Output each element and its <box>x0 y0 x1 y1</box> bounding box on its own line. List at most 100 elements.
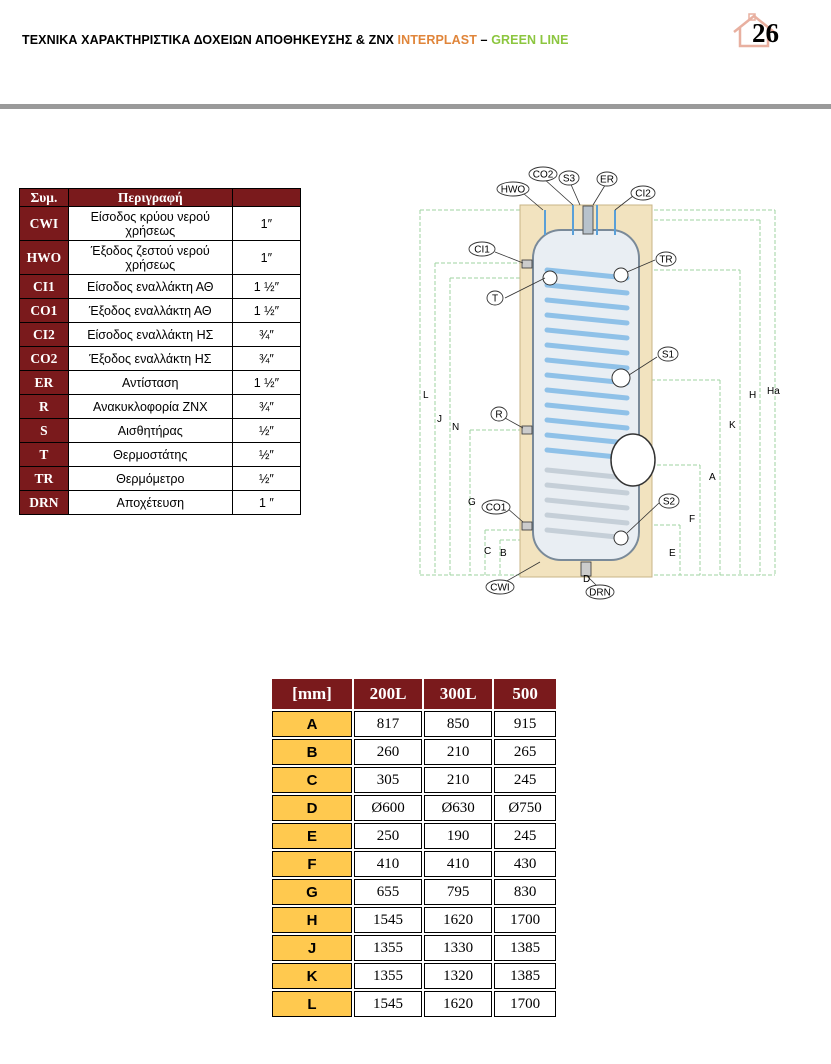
column-header-description: Περιγραφή <box>67 188 233 207</box>
connection-symbol: CO1 <box>19 298 69 323</box>
dimension-key: C <box>270 765 354 795</box>
dimension-value: Ø630 <box>422 793 495 823</box>
connection-symbol: DRN <box>19 490 69 515</box>
dimension-key: K <box>270 961 354 991</box>
dimension-label-j: J <box>437 414 442 425</box>
dimension-value: 850 <box>422 709 495 739</box>
dimension-value: 817 <box>351 709 425 739</box>
dimension-row: E 250 190 245 <box>270 821 558 851</box>
product-line-name: GREEN LINE <box>491 33 569 47</box>
callout-ci1: CI1 <box>474 245 490 256</box>
connection-symbol: R <box>19 394 69 419</box>
dimension-value: 1355 <box>351 933 425 963</box>
dimension-value: 210 <box>422 765 495 795</box>
connection-size: ½″ <box>231 442 302 467</box>
thermostat-port <box>542 270 558 286</box>
callout-hwo: HWO <box>501 185 526 196</box>
connection-size: ¾″ <box>231 394 302 419</box>
dimension-label-c: C <box>484 546 491 557</box>
dimension-value: 1320 <box>422 961 495 991</box>
connection-row: CO2 Έξοδος εναλλάκτη ΗΣ ¾″ <box>19 346 302 371</box>
callout-drn: DRN <box>589 588 611 599</box>
top-pipes <box>544 205 616 235</box>
dimension-label-a: A <box>709 472 716 483</box>
dimensions-table: [mm] 200L 300L 500 A 817 850 915 B 260 2… <box>270 677 558 1019</box>
connection-row: S Αισθητήρας ½″ <box>19 418 302 443</box>
tank-diagram: CO2 S3 ER HWO CI2 CI1 TR T S1 R CO1 S2 C… <box>419 166 780 600</box>
dimension-value: 1700 <box>492 989 558 1019</box>
dimension-value: Ø750 <box>492 793 558 823</box>
dimension-key: G <box>270 877 354 907</box>
dimension-row: J 1355 1330 1385 <box>270 933 558 963</box>
dimension-row: F 410 410 430 <box>270 849 558 879</box>
callout-bubbles <box>468 166 680 600</box>
connection-size: 1 ½″ <box>231 370 302 395</box>
title-prefix: ΤΕΧΝΙΚΑ ΧΑΡΑΚΤΗΡΙΣΤΙΚΑ ΔΟΧΕΙΩΝ ΑΠΟΘΗΚΕΥΣ… <box>22 33 398 47</box>
dimension-label-h: H <box>749 390 756 401</box>
sensor-port-s1 <box>611 368 631 388</box>
callout-er: ER <box>600 175 614 186</box>
dimension-value: 410 <box>422 849 495 879</box>
callout-ci2: CI2 <box>635 189 651 200</box>
recirculation-stub <box>521 425 533 435</box>
connection-symbol: HWO <box>19 240 69 275</box>
drain-stub <box>580 561 592 577</box>
callout-co2: CO2 <box>533 170 554 181</box>
connection-size: 1 ½″ <box>231 274 302 299</box>
connection-symbol: CWI <box>19 206 69 241</box>
dimension-value: 1385 <box>492 961 558 991</box>
dimension-value: 190 <box>422 821 495 851</box>
title-dash: – <box>476 33 492 47</box>
callout-s3: S3 <box>563 174 576 185</box>
page-title: ΤΕΧΝΙΚΑ ΧΑΡΑΚΤΗΡΙΣΤΙΚΑ ΔΟΧΕΙΩΝ ΑΠΟΘΗΚΕΥΣ… <box>22 33 569 47</box>
column-header-500: 500 <box>492 677 558 711</box>
connection-description: Έξοδος εναλλάκτη ΑΘ <box>67 298 233 323</box>
column-header-300l: 300L <box>422 677 495 711</box>
connection-symbol: TR <box>19 466 69 491</box>
dimension-value: 410 <box>351 849 425 879</box>
callout-s1: S1 <box>662 350 675 361</box>
brand-name: INTERPLAST <box>397 33 477 47</box>
connection-description: Θερμόμετρο <box>67 466 233 491</box>
connection-row: R Ανακυκλοφορία ΖΝΧ ¾″ <box>19 394 302 419</box>
connection-size: 1 ½″ <box>231 298 302 323</box>
connection-description: Έξοδος ζεστού νερού χρήσεως <box>67 240 233 275</box>
connection-description: Είσοδος κρύου νερού χρήσεως <box>67 206 233 241</box>
header-divider <box>0 104 831 109</box>
connection-description: Ανακυκλοφορία ΖΝΧ <box>67 394 233 419</box>
connections-header-row: Συμ. Περιγραφή <box>19 188 302 207</box>
connection-size: ½″ <box>231 466 302 491</box>
connection-row: DRN Αποχέτευση 1 ″ <box>19 490 302 515</box>
dimension-value: 265 <box>492 737 558 767</box>
connection-row: CI2 Είσοδος εναλλάκτη ΗΣ ¾″ <box>19 322 302 347</box>
sensor-port-s2 <box>613 530 629 546</box>
connection-row: HWO Έξοδος ζεστού νερού χρήσεως 1″ <box>19 240 302 275</box>
dimension-key: E <box>270 821 354 851</box>
dimension-row: L 1545 1620 1700 <box>270 989 558 1019</box>
connection-symbol: ER <box>19 370 69 395</box>
dimension-label-k: K <box>729 420 736 431</box>
connection-description: Θερμοστάτης <box>67 442 233 467</box>
connection-description: Έξοδος εναλλάκτη ΗΣ <box>67 346 233 371</box>
dimension-row: C 305 210 245 <box>270 765 558 795</box>
thermometer-port <box>613 267 629 283</box>
connection-symbol: T <box>19 442 69 467</box>
dimension-label-g: G <box>468 497 476 508</box>
dimension-key: A <box>270 709 354 739</box>
connection-symbol: S <box>19 418 69 443</box>
heating-element-port <box>582 205 594 235</box>
callout-s2: S2 <box>663 497 676 508</box>
dimension-key: J <box>270 933 354 963</box>
dimension-row: H 1545 1620 1700 <box>270 905 558 935</box>
connections-table: Συμ. Περιγραφή CWI Είσοδος κρύου νερού χ… <box>19 188 302 515</box>
callout-labels: CO2 S3 ER HWO CI2 CI1 TR T S1 R CO1 S2 C… <box>474 170 675 599</box>
dimension-label-f: F <box>689 514 695 525</box>
dimensions-header-row: [mm] 200L 300L 500 <box>270 677 558 711</box>
connection-symbol: CI1 <box>19 274 69 299</box>
dimension-value: Ø600 <box>351 793 425 823</box>
callout-cwi: CWI <box>490 583 509 594</box>
dimension-value: 210 <box>422 737 495 767</box>
dimension-value: 430 <box>492 849 558 879</box>
house-logo-icon <box>733 13 775 48</box>
column-header-200l: 200L <box>351 677 425 711</box>
